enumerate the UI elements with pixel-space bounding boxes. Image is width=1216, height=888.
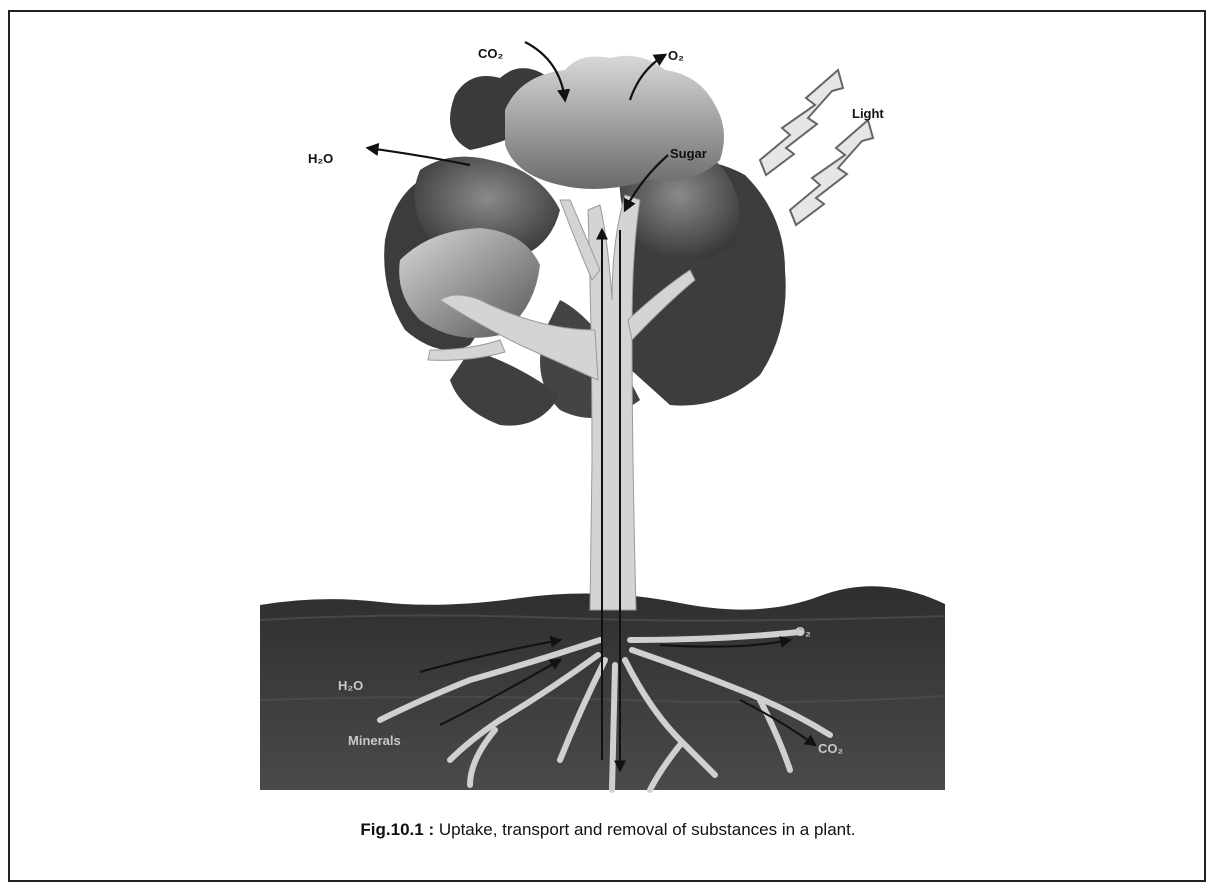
label-minerals: Minerals (348, 733, 401, 748)
label-o2: O₂ (668, 48, 684, 63)
label-o2-root: O₂ (795, 624, 811, 639)
caption-number: Fig.10.1 : (360, 820, 434, 839)
label-light: Light (852, 106, 884, 121)
label-co2-root: CO₂ (818, 741, 844, 756)
label-h2o-top: H₂O (308, 151, 333, 166)
lightning-arrow-icon (760, 70, 873, 225)
label-sugar: Sugar (670, 146, 707, 161)
label-co2: CO₂ (478, 46, 504, 61)
caption-text: Uptake, transport and removal of substan… (434, 820, 855, 839)
figure-caption: Fig.10.1 : Uptake, transport and removal… (0, 820, 1216, 840)
label-h2o-root: H₂O (338, 678, 363, 693)
